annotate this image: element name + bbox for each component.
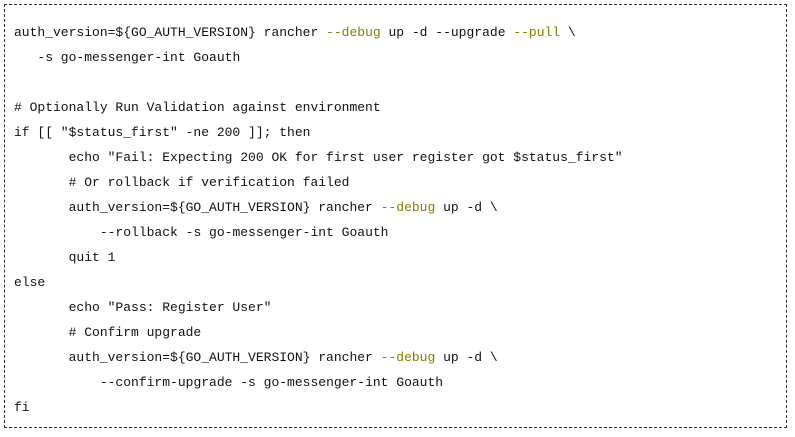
- code-text: # Confirm upgrade: [68, 325, 202, 340]
- code-indent: [14, 325, 69, 340]
- code-line-9: --rollback -s go-messenger-int Goauth: [14, 220, 623, 245]
- code-indent: [14, 300, 69, 315]
- code-text: up -d \: [435, 200, 498, 215]
- code-line-3: [14, 70, 623, 95]
- code-text: # Optionally Run Validation against envi…: [14, 100, 381, 115]
- code-line-11: else: [14, 270, 623, 295]
- code-indent: [14, 350, 69, 365]
- code-line-2: -s go-messenger-int Goauth: [14, 45, 623, 70]
- code-flag: --debug: [380, 200, 436, 215]
- code-line-10: quit 1: [14, 245, 623, 270]
- code-line-15: --confirm-upgrade -s go-messenger-int Go…: [14, 370, 623, 395]
- code-text: \: [560, 25, 576, 40]
- code-flag: --debug: [380, 350, 436, 365]
- code-text: auth_version=${GO_AUTH_VERSION} rancher: [14, 25, 327, 40]
- code-line-16: fi: [14, 395, 623, 420]
- code-indent: [14, 200, 69, 215]
- code-text: echo "Pass: Register User": [68, 300, 272, 315]
- code-line-1: auth_version=${GO_AUTH_VERSION} rancher …: [14, 20, 623, 45]
- code-line-5: if [[ "$status_first" -ne 200 ]]; then: [14, 120, 623, 145]
- code-lines: auth_version=${GO_AUTH_VERSION} rancher …: [14, 20, 623, 420]
- code-text: up -d \: [435, 350, 498, 365]
- code-text: echo "Fail: Expecting 200 OK for first u…: [68, 150, 623, 165]
- code-line-14: auth_version=${GO_AUTH_VERSION} rancher …: [14, 345, 623, 370]
- code-text: --rollback -s go-messenger-int Goauth: [99, 225, 389, 240]
- code-text: else: [14, 275, 46, 290]
- code-text: if [[ "$status_first" -ne 200 ]]; then: [14, 125, 311, 140]
- code-flag: --pull: [513, 25, 561, 40]
- code-line-4: # Optionally Run Validation against envi…: [14, 95, 623, 120]
- code-text: up -d --upgrade: [380, 25, 514, 40]
- code-text: auth_version=${GO_AUTH_VERSION} rancher: [68, 350, 381, 365]
- code-text: fi: [14, 400, 30, 415]
- code-indent: [14, 50, 37, 65]
- code-indent: [14, 175, 69, 190]
- code-indent: [14, 375, 100, 390]
- code-text: auth_version=${GO_AUTH_VERSION} rancher: [68, 200, 381, 215]
- code-line-13: # Confirm upgrade: [14, 320, 623, 345]
- code-indent: [14, 250, 69, 265]
- code-line-12: echo "Pass: Register User": [14, 295, 623, 320]
- code-text: -s go-messenger-int Goauth: [37, 50, 241, 65]
- code-indent: [14, 150, 69, 165]
- code-text: quit 1: [68, 250, 116, 265]
- code-flag: --debug: [326, 25, 381, 40]
- code-line-7: # Or rollback if verification failed: [14, 170, 623, 195]
- code-indent: [14, 225, 100, 240]
- code-text: # Or rollback if verification failed: [68, 175, 350, 190]
- code-block: auth_version=${GO_AUTH_VERSION} rancher …: [4, 4, 787, 428]
- code-line-6: echo "Fail: Expecting 200 OK for first u…: [14, 145, 623, 170]
- code-line-8: auth_version=${GO_AUTH_VERSION} rancher …: [14, 195, 623, 220]
- code-text: --confirm-upgrade -s go-messenger-int Go…: [99, 375, 444, 390]
